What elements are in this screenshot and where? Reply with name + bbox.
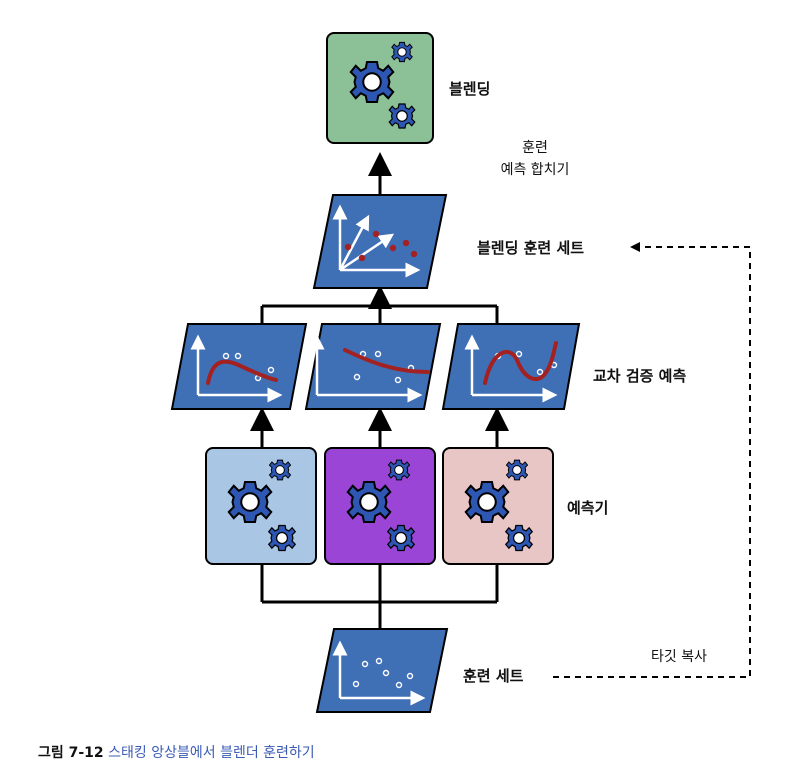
copy-target-path xyxy=(553,242,751,678)
gear-icon xyxy=(268,459,292,481)
cv-predictions-label: 교차 검증 예측 xyxy=(593,367,687,385)
gear-icon xyxy=(464,481,510,523)
gear-icon xyxy=(391,41,413,63)
train-set-panel xyxy=(315,628,449,713)
line-plot-icon xyxy=(190,334,283,403)
train-merge-line-1: 훈련 xyxy=(522,140,548,156)
copy-target-label: 타깃 복사 xyxy=(651,649,707,665)
gear-icon xyxy=(505,459,529,481)
gear-icon xyxy=(227,481,273,523)
predictor-box-3 xyxy=(442,447,554,565)
predictor-box-2 xyxy=(324,447,436,565)
arrow-icon xyxy=(630,242,640,252)
gear-icon xyxy=(268,524,296,552)
blend-train-set-panel xyxy=(312,194,448,289)
train-merge-label: 훈련 예측 합치기 xyxy=(485,137,585,181)
figure-caption: 그림 7-12 스태킹 앙상블에서 블렌더 훈련하기 xyxy=(38,742,315,762)
train-set-label: 훈련 세트 xyxy=(463,667,524,685)
line-plot-icon xyxy=(464,334,558,403)
cv-prediction-panel-3 xyxy=(441,323,581,410)
figure-number: 그림 7-12 xyxy=(38,745,104,761)
cv-prediction-panel-2 xyxy=(304,323,442,410)
gear-icon xyxy=(387,524,415,552)
predictor-box-1 xyxy=(205,447,317,565)
connectors xyxy=(250,152,509,628)
gear-icon xyxy=(349,61,395,103)
scatter-plot-icon xyxy=(332,640,426,706)
gear-icon xyxy=(505,524,533,552)
predictors-label: 예측기 xyxy=(567,499,609,517)
scatter-plot-icon xyxy=(332,204,421,278)
gear-icon xyxy=(388,103,416,129)
gear-icon xyxy=(387,459,411,481)
blender-box xyxy=(326,32,434,144)
blending-label: 블렌딩 xyxy=(449,80,491,98)
blend-train-set-label: 블렌딩 훈련 세트 xyxy=(477,239,585,257)
train-merge-line-2: 예측 합치기 xyxy=(500,162,570,178)
line-plot-icon xyxy=(309,334,423,403)
gear-icon xyxy=(346,481,392,523)
figure-title: 스태킹 앙상블에서 블렌더 훈련하기 xyxy=(108,745,315,761)
cv-prediction-panel-1 xyxy=(170,323,308,410)
